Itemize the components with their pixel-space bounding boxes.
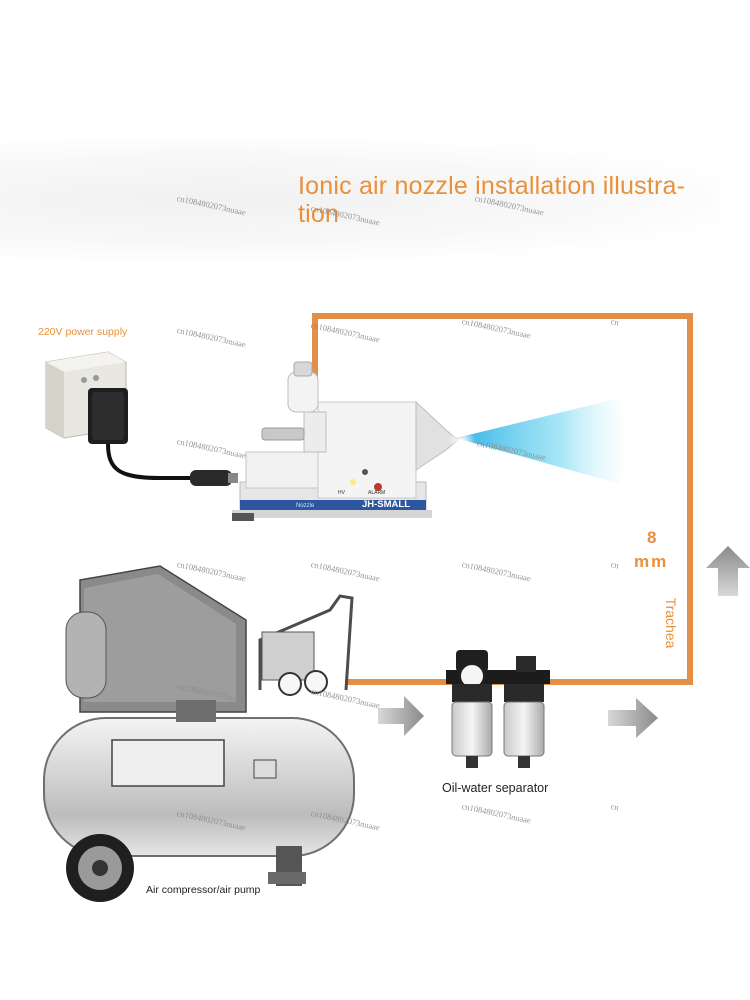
diagram-title: Ionic air nozzle installation illustra- … — [298, 172, 698, 228]
title-line-1: Ionic air nozzle installation illustra- — [298, 172, 686, 200]
flow-arrow-right-1 — [378, 696, 424, 736]
flow-arrow-right-2 — [608, 698, 658, 738]
air-compressor-icon — [43, 565, 355, 902]
flow-arrow-up — [706, 546, 750, 596]
air-tube — [312, 313, 693, 685]
device-brand-label: JH-SMALL — [362, 499, 411, 510]
power-supply-label: 220V power supply — [38, 326, 128, 338]
ion-spray-icon — [448, 398, 630, 484]
power-supply-icon — [45, 351, 238, 486]
device-indicator-hv: HV — [338, 490, 345, 496]
title-backdrop — [0, 140, 720, 260]
device-indicator-alarm: ALARM — [368, 490, 386, 496]
compressor-label: Air compressor/air pump — [146, 884, 261, 896]
separator-label: Oil-water separator — [442, 781, 549, 795]
tube-label: Trachea — [663, 597, 679, 649]
tube-size-unit: mm — [634, 552, 669, 571]
title-line-2: tion — [298, 200, 340, 228]
oil-water-separator-icon — [446, 650, 550, 768]
ionic-nozzle-device-icon — [232, 361, 459, 521]
device-small-label: Nozzle — [296, 503, 315, 509]
tube-size-number: 8 — [647, 528, 657, 547]
